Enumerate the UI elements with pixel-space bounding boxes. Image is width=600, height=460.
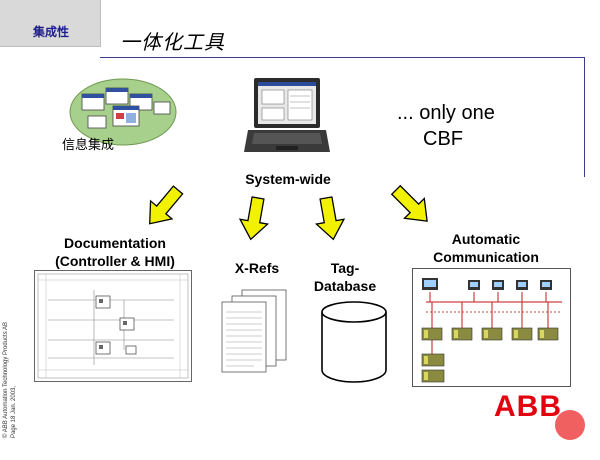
arrow-to-tag-database [314,196,346,241]
slide-title: 一体化工具 [120,30,225,54]
communication-network-diagram [412,268,571,387]
tag-database-label-line-2: Database [313,278,377,294]
cbf-line-1: ... only one [397,102,495,124]
title-rule [100,57,584,58]
right-rule [584,57,585,177]
arrow-to-automatic-communication [390,184,428,222]
integration-label: 信息集成 [62,137,115,152]
arrow-to-xrefs [238,196,270,241]
automatic-communication-label-line-2: Communication [433,249,539,265]
documentation-label-line-2: (Controller & HMI) [55,253,175,269]
system-wide-label: System-wide [245,171,331,187]
abb-logo: ABB [494,390,562,423]
integration-illustration [69,78,177,146]
laptop-icon [244,78,330,152]
cbf-line-2: CBF [423,128,463,150]
section-tag: 集成性 [0,0,101,47]
cbf-text: ... only one CBF [397,100,495,152]
documentation-label-line-1: Documentation [64,235,166,251]
documentation-label: Documentation (Controller & HMI) [40,234,190,270]
automatic-communication-label-line-1: Automatic [451,231,521,247]
xrefs-label: X-Refs [234,260,280,276]
xrefs-documents-icon [221,289,287,373]
watermark-stamp [555,410,585,440]
tag-database-label: Tag- Database [300,259,390,295]
section-tag-label: 集成性 [33,25,70,39]
copyright-note: © ABB Automation Technology Products AB … [2,322,18,438]
arrow-to-documentation [149,185,184,225]
page-info-line: Page 18 Jan. 2003, [11,385,17,438]
copyright-line-1: © ABB Automation Technology Products AB [3,321,9,438]
documentation-drawing [34,270,192,382]
database-icon [321,301,387,383]
tag-database-label-line-1: Tag- [330,260,360,276]
automatic-communication-label: Automatic Communication [416,230,556,266]
